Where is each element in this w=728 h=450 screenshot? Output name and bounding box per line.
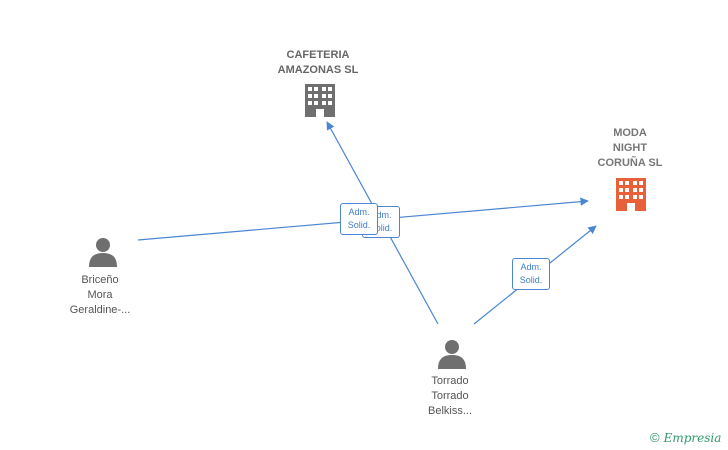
label-line: Briceño — [81, 274, 119, 286]
copyright-icon: © — [650, 430, 660, 445]
badge-line: Solid. — [347, 220, 371, 230]
label-line: Geraldine-... — [69, 304, 131, 316]
edge-badge[interactable]: Adm. Solid. — [340, 203, 378, 235]
label-line: Torrado — [431, 390, 469, 402]
label-line: Mora — [87, 289, 113, 301]
badge-line: Solid. — [519, 275, 543, 285]
badge-line: Solid. — [369, 223, 393, 233]
label-line: AMAZONAS SL — [277, 64, 359, 76]
watermark: ©Empresia — [650, 430, 721, 445]
building-icon[interactable] — [616, 178, 646, 211]
label-line: CAFETERIA — [286, 49, 350, 61]
label-line: Belkiss... — [427, 405, 472, 417]
brand-name: Empresia — [663, 431, 722, 445]
edge-badge[interactable]: Adm. Solid. — [512, 258, 550, 290]
badge-line: Adm. — [370, 210, 392, 220]
building-icon[interactable] — [305, 84, 335, 117]
person-icon[interactable] — [89, 238, 117, 267]
badge-line: Adm. — [348, 207, 370, 217]
person-label-briceno[interactable]: Briceño Mora Geraldine-... — [40, 273, 160, 318]
label-line: NIGHT — [612, 142, 648, 154]
company-label-moda[interactable]: MODA NIGHT CORUÑA SL — [560, 126, 700, 171]
label-line: MODA — [613, 127, 647, 139]
label-line: Torrado — [431, 375, 469, 387]
label-line: CORUÑA SL — [597, 157, 663, 169]
person-label-torrado[interactable]: Torrado Torrado Belkiss... — [390, 374, 510, 419]
person-icon[interactable] — [438, 340, 466, 369]
badge-line: Adm. — [520, 262, 542, 272]
company-label-cafeteria[interactable]: CAFETERIA AMAZONAS SL — [248, 48, 388, 78]
